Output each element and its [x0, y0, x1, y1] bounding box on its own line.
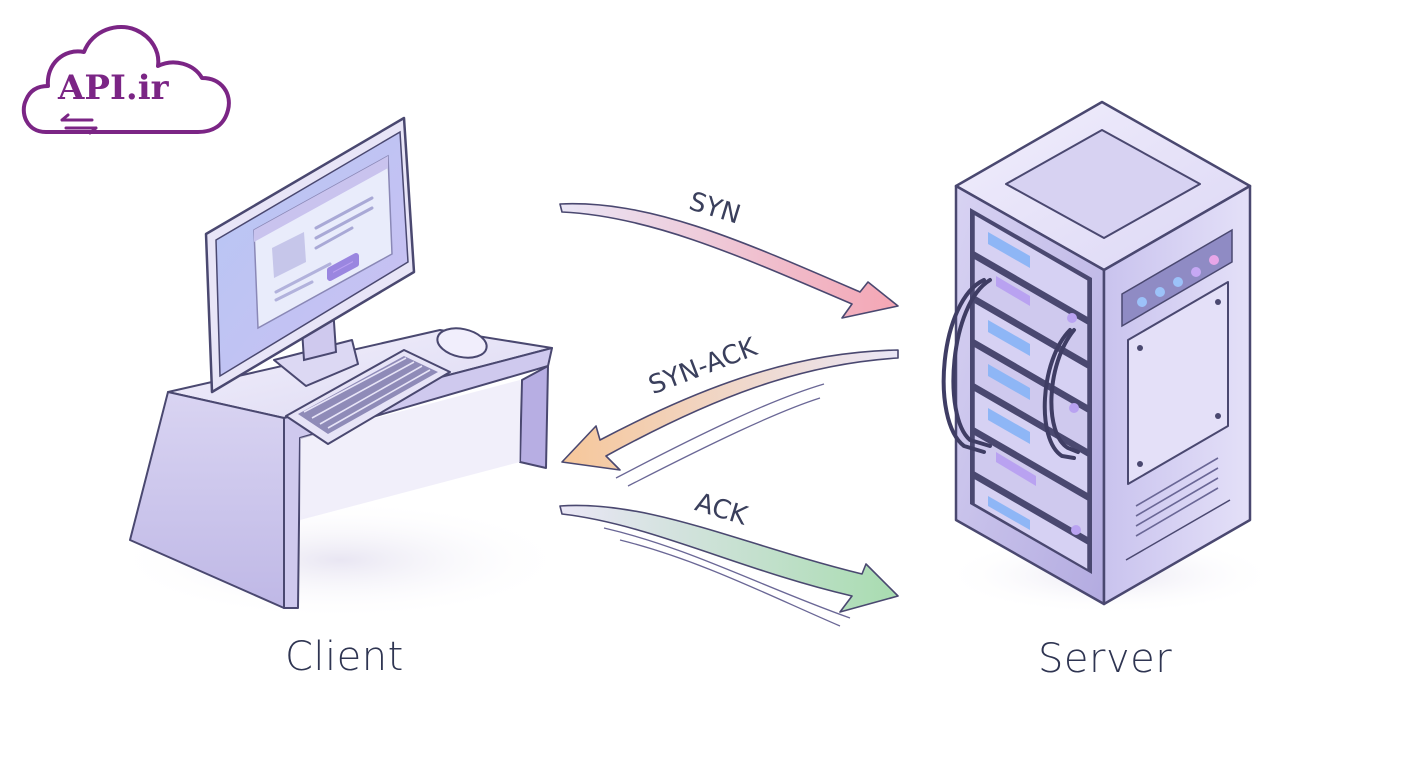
server-side-panel	[1121, 228, 1233, 561]
client-label: Client	[285, 634, 404, 680]
server-label: Server	[1038, 636, 1173, 682]
ack-arrow	[559, 504, 899, 627]
client-workstation	[110, 116, 570, 620]
logo-text: API.ir	[58, 68, 169, 108]
server-rack	[940, 100, 1280, 615]
cables	[941, 278, 1080, 460]
syn-arrow	[559, 202, 899, 319]
mouse	[436, 327, 488, 359]
api-ir-logo: API.ir	[18, 20, 234, 142]
monitor	[204, 116, 416, 394]
syn-ack-arrow	[561, 349, 899, 487]
keyboard	[285, 349, 451, 445]
cloud-icon	[21, 25, 231, 135]
rack-units	[973, 212, 1089, 572]
